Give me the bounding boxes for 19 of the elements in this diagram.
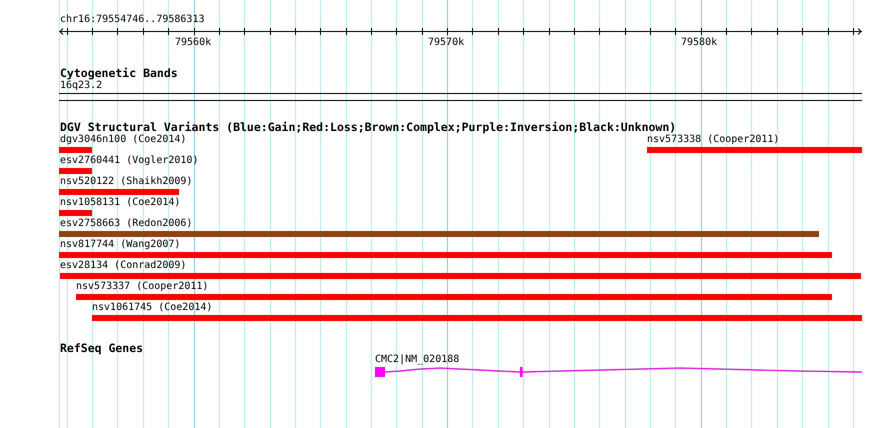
variant-label: nsv1061745 (Coe2014)	[92, 302, 212, 314]
tick-label: 79570k	[428, 37, 464, 49]
track-title: DGV Structural Variants (Blue:Gain;Red:Loss;Brown:Complex;Purple:Inversion;Black:Unknown)	[60, 121, 676, 134]
variant-label: nsv573338 (Cooper2011)	[647, 134, 780, 146]
ruler-label: chr16:79554746..79586313	[60, 14, 204, 26]
variant-label: nsv520122 (Shaikh2009)	[60, 176, 192, 188]
variant-label: nsv817744 (Wang2007)	[60, 239, 180, 251]
variant-label: esv2758663 (Redon2006)	[60, 218, 192, 230]
variant-label: dgv3046n100 (Coe2014)	[60, 134, 186, 146]
variant-label: nsv1058131 (Coe2014)	[60, 197, 180, 209]
tick-label: 79560k	[175, 37, 212, 49]
variant-label: nsv573337 (Cooper2011)	[76, 281, 208, 293]
variant-label: esv28134 (Conrad2009)	[60, 260, 186, 272]
track-title: RefSeq Genes	[60, 342, 144, 355]
gene-label: CMC2|NM_020188	[375, 354, 460, 366]
tick-label: 79580k	[681, 37, 718, 49]
track-title: Cytogenetic Bands	[60, 67, 178, 80]
band-label: 16q23.2	[60, 80, 102, 92]
variant-label: esv2760441 (Vogler2010)	[60, 155, 198, 167]
